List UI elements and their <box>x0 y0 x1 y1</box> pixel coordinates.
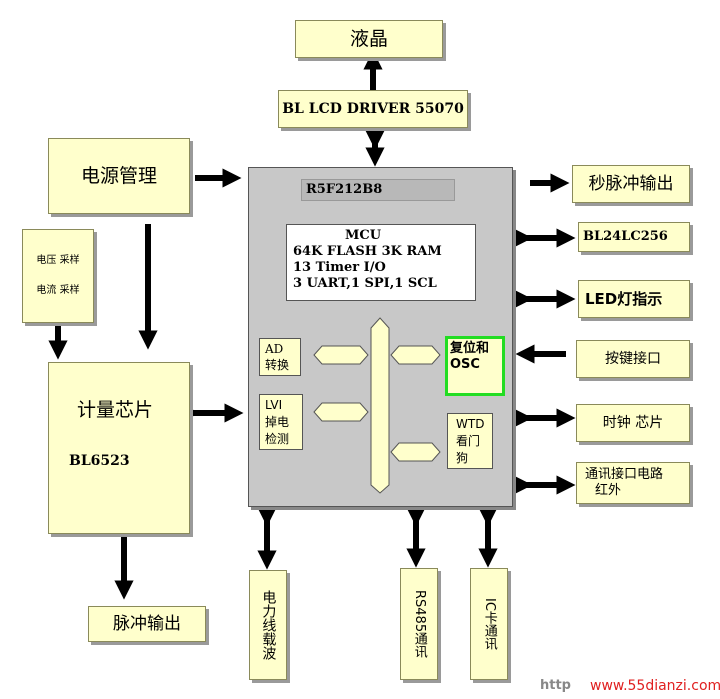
bus-arrow-watchdog <box>390 442 441 462</box>
eeprom-label: BL24LC256 <box>583 229 668 245</box>
internal-bus-trunk <box>370 317 390 494</box>
bus-arrow-lvi <box>313 402 369 422</box>
rs485-label: RS485通讯 <box>411 589 427 659</box>
lvi-box: LVI 掉电 检测 <box>259 394 303 450</box>
reset-osc-box: 复位和 OSC <box>445 336 505 396</box>
led-indicator-box: LED灯指示 <box>578 280 690 318</box>
sampling-box: 电压 采样 电流 采样 <box>22 229 94 323</box>
metering-chip-label: 计量芯片 <box>77 399 154 421</box>
mcu-info-panel: MCU 64K FLASH 3K RAM 13 Timer I/O 3 UART… <box>286 224 476 301</box>
lvi-label: LVI <box>265 398 283 412</box>
wtd-label: WTD <box>456 417 485 431</box>
lcd-label: 液晶 <box>349 27 388 50</box>
infrared-label: 红外 <box>595 483 622 498</box>
watchdog-label-2: 狗 <box>456 451 469 465</box>
lvi-powerdown-label: 掉电 <box>265 415 290 429</box>
bus-arrow-reset <box>390 345 441 365</box>
powerline-carrier-box: 电力线载波 <box>249 570 287 680</box>
pulse-output-box: 脉冲输出 <box>88 606 206 642</box>
keys-interface-label: 按键接口 <box>605 350 661 367</box>
comm-interface-label: 通讯接口电路 <box>585 467 664 483</box>
rs485-box: RS485通讯 <box>400 568 438 680</box>
mcu-model-label: R5F212B8 <box>301 179 455 201</box>
comm-interface-box: 通讯接口电路 红外 <box>576 462 690 504</box>
power-management-label: 电源管理 <box>80 164 157 187</box>
osc-label: OSC <box>450 357 480 372</box>
eeprom-box: BL24LC256 <box>578 222 690 252</box>
metering-model-label: BL6523 <box>69 453 130 469</box>
led-indicator-label: LED灯指示 <box>585 290 663 308</box>
ad-label: AD <box>265 342 284 356</box>
lcd-box: 液晶 <box>295 20 443 58</box>
metering-chip-box: 计量芯片 BL6523 <box>48 362 190 534</box>
lvi-detect-label: 检测 <box>265 432 290 446</box>
bus-arrow-ad <box>313 345 369 365</box>
watermark: www.55dianzi.com <box>590 678 720 694</box>
second-pulse-box: 秒脉冲输出 <box>572 165 690 203</box>
ad-convert-label: 转换 <box>265 358 290 372</box>
ad-converter-box: AD 转换 <box>259 338 301 376</box>
clock-chip-box: 时钟 芯片 <box>576 404 690 442</box>
watchdog-label-1: 看门 <box>456 434 481 448</box>
watchdog-box: WTD 看门 狗 <box>447 413 493 469</box>
mcu-info-line: 13 Timer I/O <box>293 260 386 275</box>
mcu-info-line: 64K FLASH 3K RAM <box>293 244 442 259</box>
pulse-output-label: 脉冲输出 <box>113 613 181 634</box>
mcu-info-line: 3 UART,1 SPI,1 SCL <box>293 276 437 291</box>
powerline-carrier-label: 电力线载波 <box>260 590 277 660</box>
lcd-driver-label: BL LCD DRIVER 55070 <box>282 100 464 117</box>
lcd-driver-box: BL LCD DRIVER 55070 <box>278 90 468 128</box>
clock-chip-label: 时钟 芯片 <box>602 414 664 431</box>
reset-label: 复位和 <box>450 341 490 356</box>
mcu-info-line: MCU <box>345 228 382 243</box>
ic-card-box: IC卡通讯 <box>470 568 508 680</box>
current-sample-label: 电流 采样 <box>36 285 80 296</box>
keys-interface-box: 按键接口 <box>576 340 690 378</box>
voltage-sample-label: 电压 采样 <box>36 255 80 266</box>
second-pulse-label: 秒脉冲输出 <box>588 173 674 194</box>
watermark-prefix: http <box>540 678 571 693</box>
ic-card-label: IC卡通讯 <box>481 598 497 650</box>
power-management-box: 电源管理 <box>48 138 190 214</box>
